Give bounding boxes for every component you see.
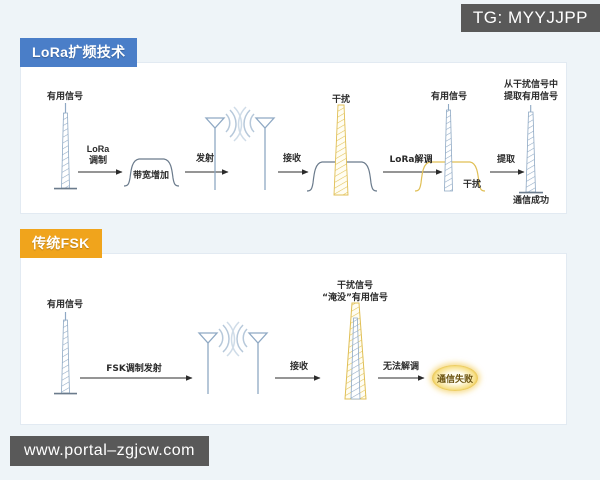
- label-extract: 提取: [496, 155, 516, 165]
- label-transmit: 发射: [195, 154, 215, 164]
- label-interference-1: 干扰: [331, 95, 351, 105]
- label-interference-signal-line1: 干扰信号: [336, 281, 374, 291]
- watermark-bottom-left: www.portal–zgjcw.com: [10, 436, 209, 466]
- label-lora-demodulate: LoRa解调: [389, 155, 433, 165]
- label-fsk-useful-signal: 有用信号: [46, 300, 84, 310]
- label-useful-signal-1: 有用信号: [46, 92, 84, 102]
- label-extract-from-interference-line2: 提取有用信号: [503, 92, 559, 102]
- label-fsk-receive: 接收: [289, 362, 309, 372]
- label-useful-signal-2: 有用信号: [430, 92, 468, 102]
- lora-section-panel: [20, 62, 567, 214]
- communication-failure-badge: 通信失败: [432, 365, 478, 391]
- fsk-section-badge: 传统FSK: [20, 229, 102, 258]
- label-extract-from-interference-line1: 从干扰信号中: [503, 80, 559, 90]
- label-interference-signal-line2: “淹没”有用信号: [322, 293, 388, 303]
- label-receive-1: 接收: [282, 154, 302, 164]
- label-interference-small: 干扰: [462, 180, 482, 190]
- label-cannot-demodulate: 无法解调: [382, 362, 420, 372]
- fsk-section-panel: [20, 253, 567, 425]
- label-lora-modulate-line1: LoRa: [86, 144, 110, 154]
- label-bandwidth-increase: 带宽增加: [132, 171, 170, 181]
- label-lora-modulate-line2: 调制: [88, 156, 108, 166]
- label-fsk-modulate-transmit: FSK调制发射: [106, 364, 162, 374]
- label-communication-success: 通信成功: [512, 196, 550, 206]
- lora-section-badge: LoRa扩频技术: [20, 38, 138, 67]
- watermark-top-right: TG: MYYJJPP: [460, 4, 600, 32]
